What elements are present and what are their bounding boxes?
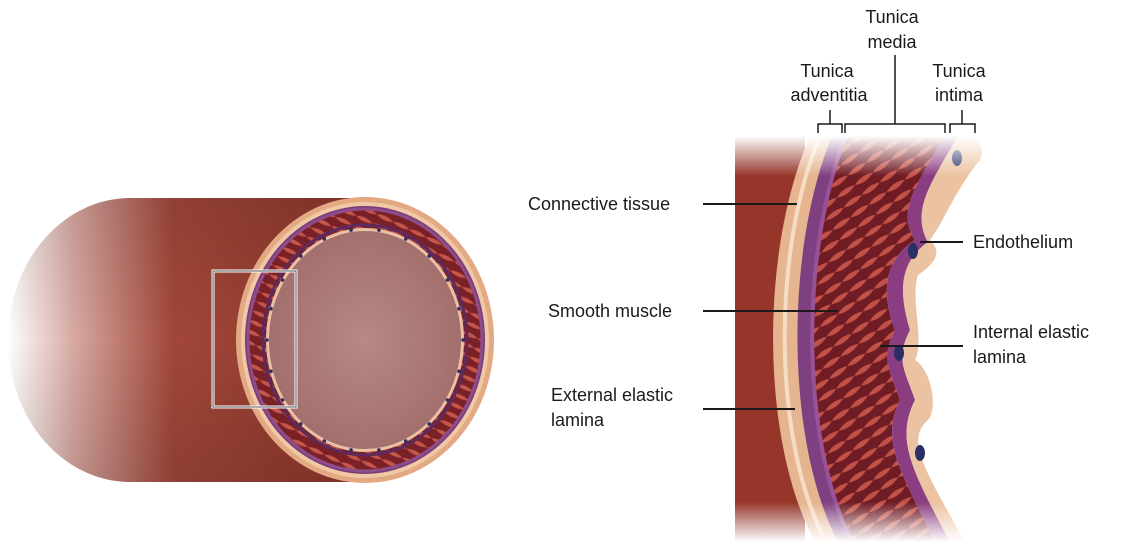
endothelial-nucleus-dot bbox=[323, 439, 327, 443]
endothelial-nucleus-dot bbox=[457, 370, 461, 374]
endothelial-nucleus bbox=[915, 445, 925, 461]
bracket-intima bbox=[950, 110, 975, 133]
endothelial-nucleus-dot bbox=[265, 338, 269, 342]
label-external-elastic-line1: External elastic bbox=[551, 385, 673, 405]
endothelial-nucleus-dot bbox=[427, 422, 431, 426]
label-tunica-media-line1: Tunica bbox=[865, 7, 919, 27]
bracket-adventitia bbox=[818, 110, 842, 133]
label-smooth-muscle: Smooth muscle bbox=[548, 301, 672, 321]
endothelial-nucleus-dot bbox=[349, 448, 353, 452]
endothelial-nucleus-dot bbox=[299, 254, 303, 258]
endothelial-nucleus-dot bbox=[446, 278, 450, 282]
label-internal-elastic-line2: lamina bbox=[973, 347, 1027, 367]
vessel-lumen bbox=[269, 231, 461, 449]
endothelial-nucleus-dot bbox=[461, 338, 465, 342]
endothelial-nucleus-dot bbox=[281, 278, 285, 282]
label-tunica-media-line2: media bbox=[867, 32, 917, 52]
endothelial-nucleus-dot bbox=[269, 370, 273, 374]
label-internal-elastic-line1: Internal elastic bbox=[973, 322, 1089, 342]
label-endothelium: Endothelium bbox=[973, 232, 1073, 252]
endothelial-nucleus-dot bbox=[269, 307, 273, 311]
vessel-3d-view bbox=[8, 197, 494, 483]
endothelial-nucleus-dot bbox=[427, 254, 431, 258]
label-tunica-intima-line2: intima bbox=[935, 85, 984, 105]
endothelial-nucleus-dot bbox=[349, 228, 353, 232]
endothelial-nucleus-dot bbox=[299, 422, 303, 426]
label-tunica-intima-line1: Tunica bbox=[932, 61, 986, 81]
vessel-cross-section bbox=[236, 197, 494, 483]
endothelial-nucleus-dot bbox=[377, 228, 381, 232]
label-connective-tissue: Connective tissue bbox=[528, 194, 670, 214]
label-external-elastic-line2: lamina bbox=[551, 410, 605, 430]
endothelial-nucleus-dot bbox=[404, 237, 408, 241]
endothelial-nucleus-dot bbox=[323, 237, 327, 241]
endothelial-nucleus bbox=[894, 345, 904, 361]
label-tunica-adventitia-line2: adventitia bbox=[790, 85, 868, 105]
endothelial-nucleus-dot bbox=[404, 439, 408, 443]
endothelial-nucleus-dot bbox=[457, 307, 461, 311]
endothelial-nucleus-dot bbox=[446, 398, 450, 402]
endothelial-nucleus bbox=[908, 243, 918, 259]
endothelial-nucleus-dot bbox=[281, 398, 285, 402]
label-tunica-adventitia-line1: Tunica bbox=[800, 61, 854, 81]
endothelial-nucleus-dot bbox=[377, 448, 381, 452]
